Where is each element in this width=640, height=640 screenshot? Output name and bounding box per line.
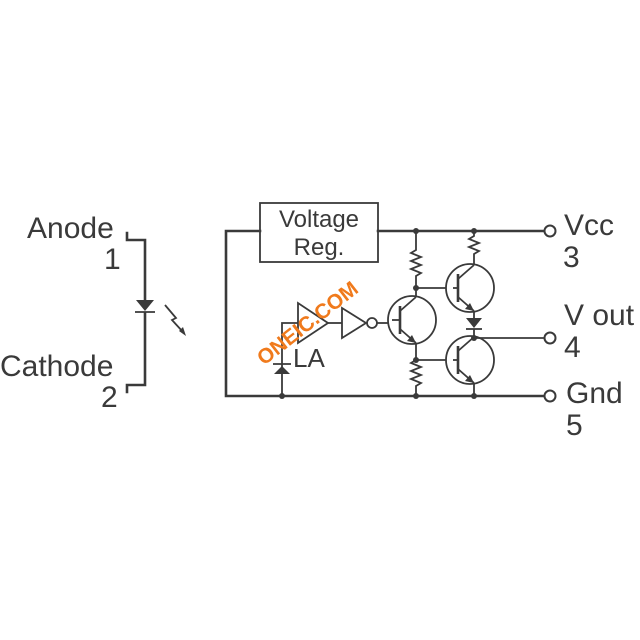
anode-pin-number: 1 xyxy=(104,243,121,276)
voltage-regulator-label-line2: Reg. xyxy=(294,234,345,261)
upper-collector-resistor xyxy=(466,231,482,265)
vout-pin-number: 4 xyxy=(564,331,581,364)
emitter-resistor xyxy=(408,343,424,396)
vcc-pin-number: 3 xyxy=(563,241,580,274)
gnd-pin-number: 5 xyxy=(566,409,583,442)
light-emission-arrow-icon xyxy=(164,304,186,336)
vcc-label: Vcc xyxy=(564,209,614,242)
series-diode-symbol xyxy=(466,311,482,338)
voltage-regulator-label-line1: Voltage xyxy=(279,206,359,233)
amplifier-label: LA xyxy=(293,343,325,373)
led-diode-symbol xyxy=(135,300,155,313)
junction-dot xyxy=(413,285,419,291)
lower-output-transistor-symbol xyxy=(445,335,495,396)
voltage-regulator-box xyxy=(259,202,379,263)
anode-wire xyxy=(125,231,147,302)
cathode-wire xyxy=(125,311,147,394)
inverter-symbol xyxy=(341,306,392,340)
driver-transistor-symbol xyxy=(387,295,437,345)
collector-resistor xyxy=(408,231,424,297)
junction-dot xyxy=(471,228,477,234)
photodiode-symbol xyxy=(273,322,298,396)
gnd-label: Gnd xyxy=(566,377,623,410)
junction-dot xyxy=(413,393,419,399)
vout-terminal xyxy=(543,331,557,345)
output-circuit: Voltage Reg. LA xyxy=(224,202,635,442)
linear-amplifier-symbol xyxy=(297,301,342,345)
junction-dot xyxy=(279,393,285,399)
anode-label: Anode xyxy=(27,212,114,245)
vout-label: V out xyxy=(564,299,635,332)
upper-output-transistor-symbol xyxy=(445,263,495,313)
vcc-terminal xyxy=(543,224,557,238)
junction-dot xyxy=(471,335,477,341)
input-led-section: Anode 1 Cathode 2 xyxy=(0,212,186,414)
cathode-label: Cathode xyxy=(0,350,113,383)
cathode-pin-number: 2 xyxy=(101,381,118,414)
junction-dot xyxy=(471,393,477,399)
gnd-terminal xyxy=(543,389,557,403)
left-rail-wire xyxy=(224,229,552,398)
junction-dot xyxy=(413,228,419,234)
junction-dot xyxy=(413,357,419,363)
